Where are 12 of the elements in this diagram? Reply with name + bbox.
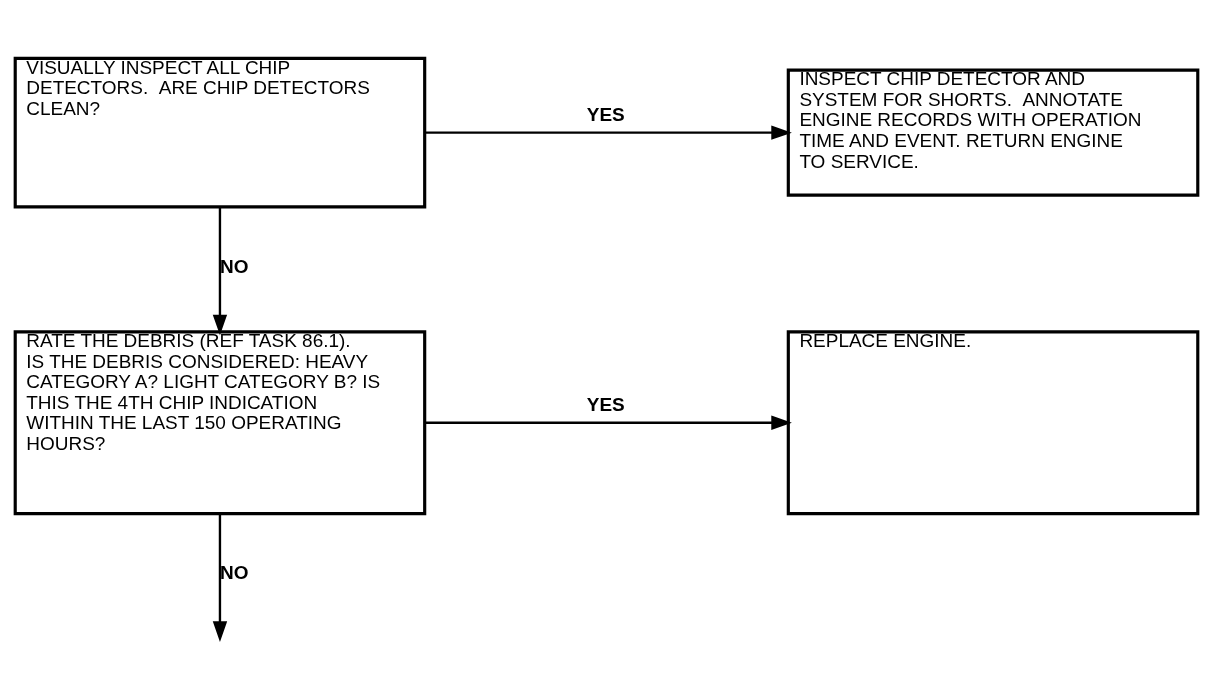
arrow <box>425 415 792 430</box>
node-box: VISUALLY INSPECT ALL CHIP DETECTORS. ARE CHIP DETECTORS CLEAN? <box>13 56 427 209</box>
edge-label: YES <box>586 103 625 125</box>
node-box: REPLACE ENGINE. <box>786 330 1200 516</box>
arrow <box>212 207 228 336</box>
edge-label: NO <box>219 255 249 277</box>
arrow <box>212 513 228 642</box>
arrow <box>425 125 792 140</box>
edge-label: NO <box>219 562 249 584</box>
node-box: INSPECT CHIP DETECTOR AND SYSTEM FOR SHORTS. ANNOTATE ENGINE RECORDS WITH OPERATION TIME AND EVENT. RETURN ENGINE TO SERVICE. <box>786 68 1200 197</box>
edge-label: YES <box>586 394 625 416</box>
node-box: RATE THE DEBRIS (REF TASK 86.1). IS THE DEBRIS CONSIDERED: HEAVY CATEGORY A? LIGHT CATEGORY B? IS THIS THE 4TH CHIP INDICATION WITHIN THE LAST 150 OPERATING HOURS? <box>13 330 427 516</box>
